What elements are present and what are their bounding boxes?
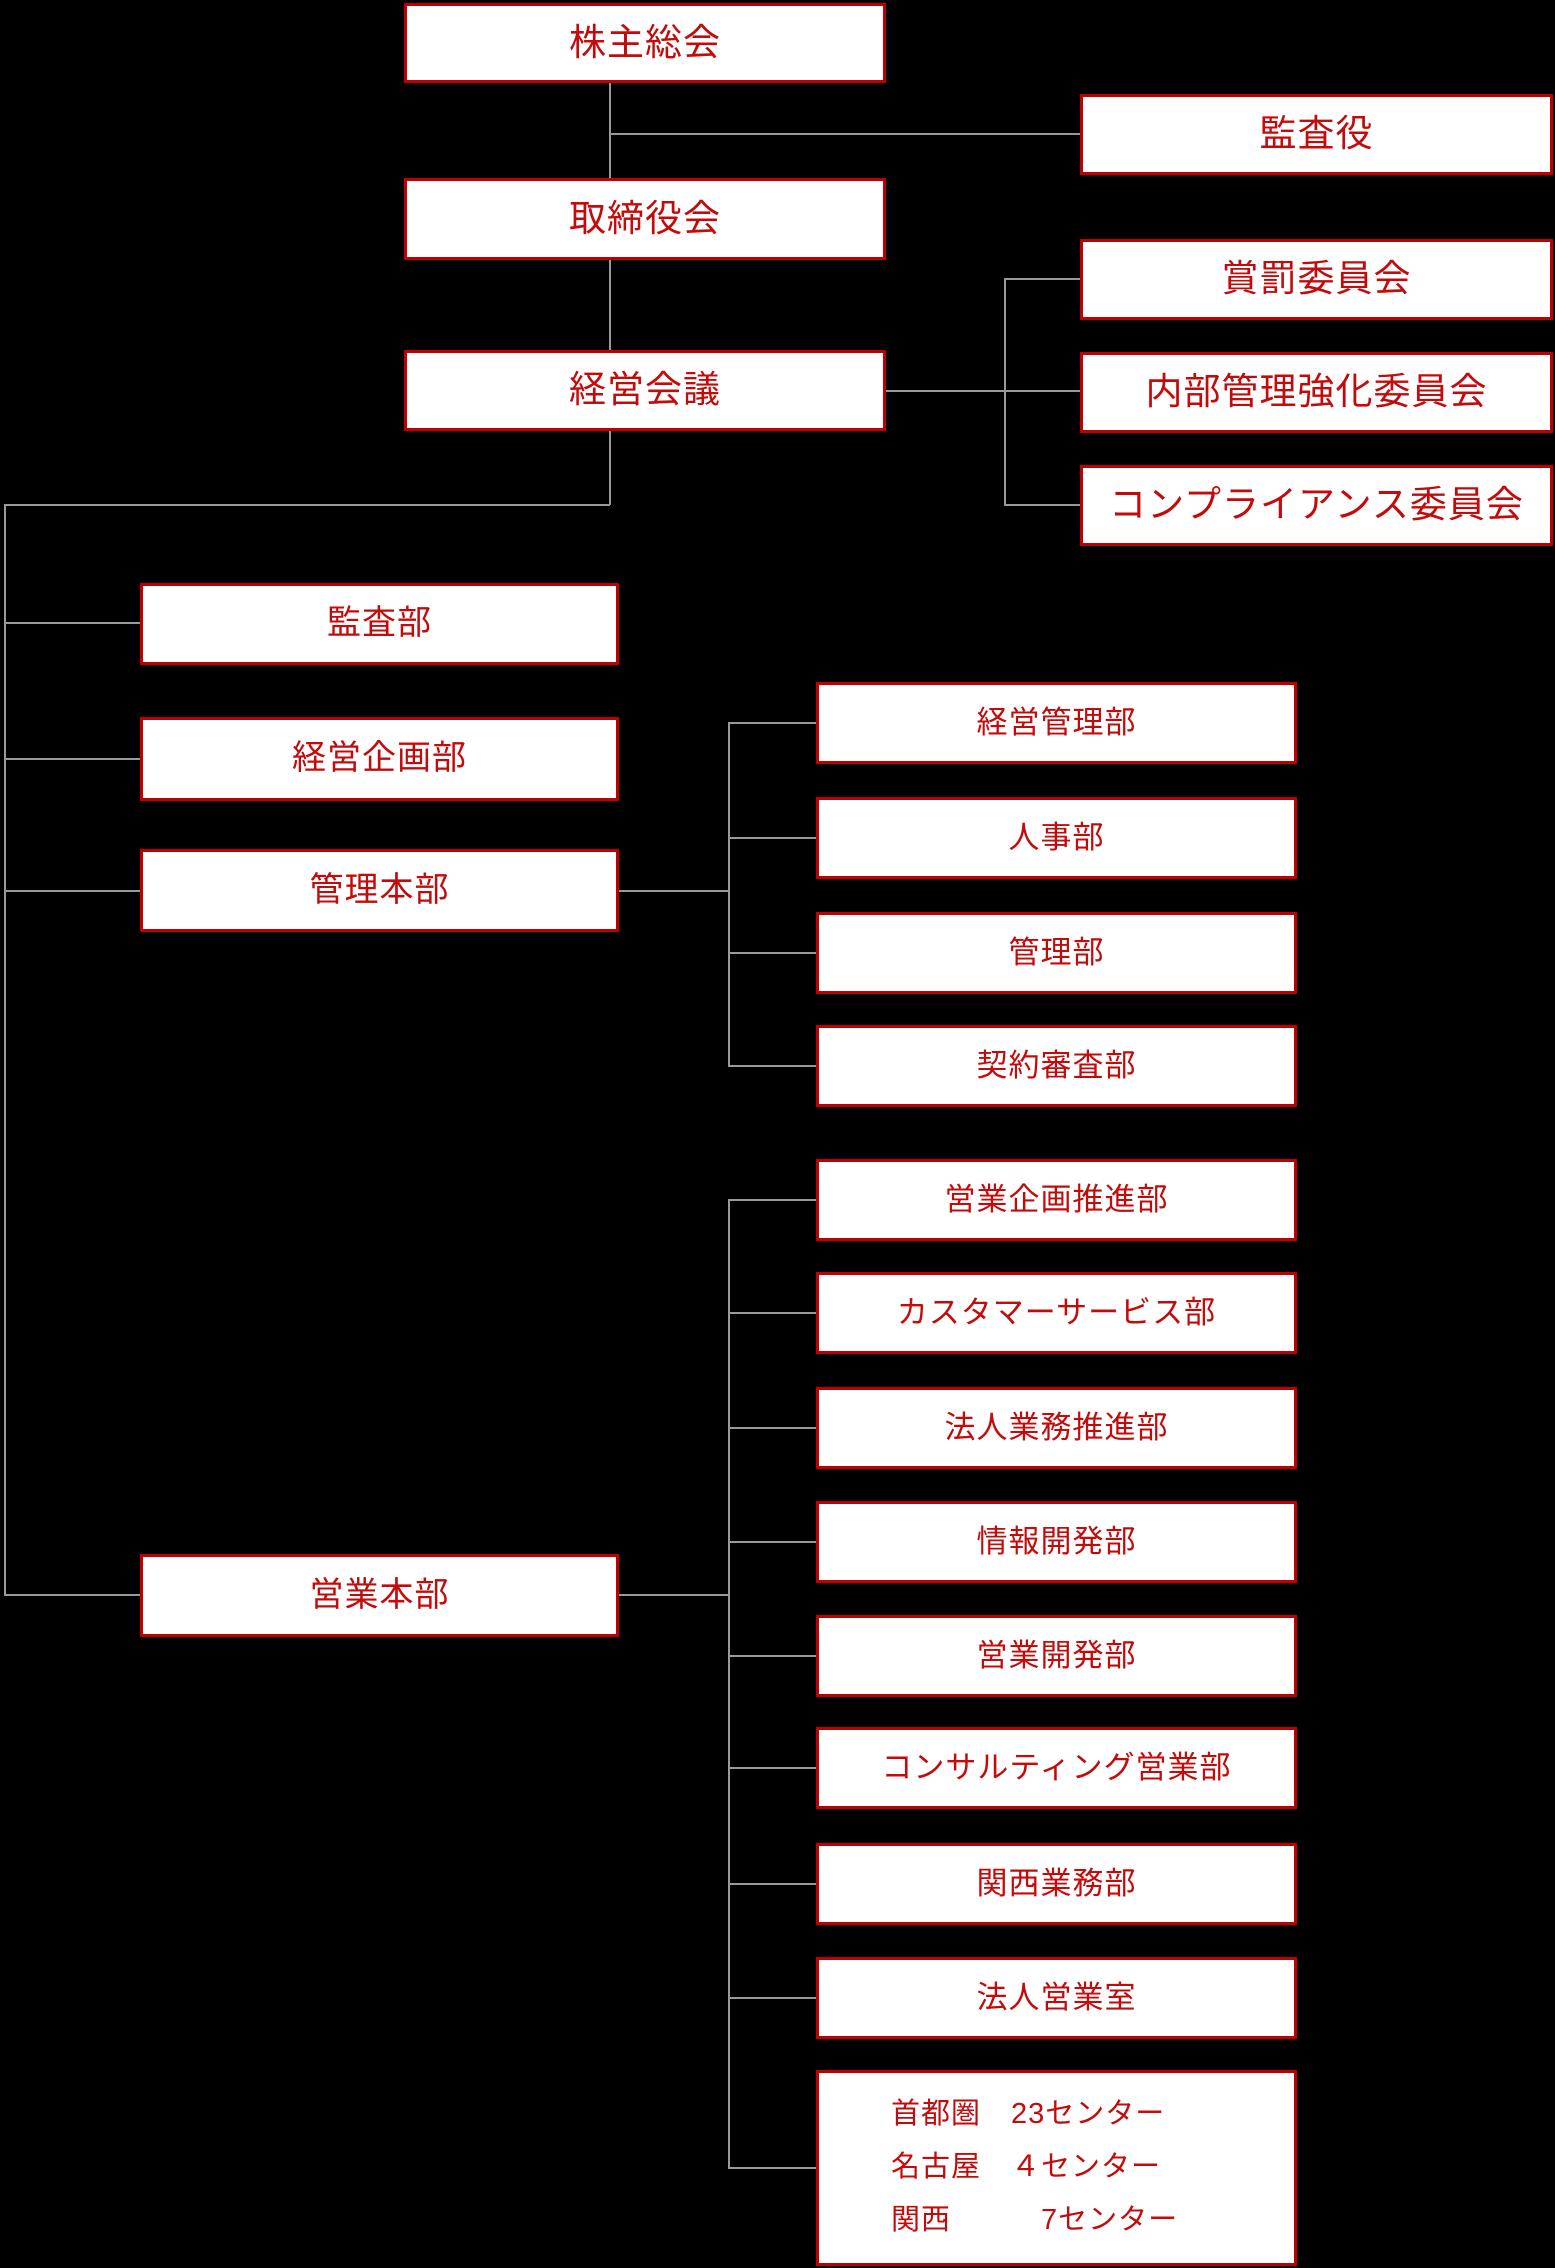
node-audit-dept: 監査部: [140, 583, 619, 665]
node-consulting-sales-dept: コンサルティング営業部: [816, 1727, 1297, 1809]
connector-to-compliance-committee: [1004, 504, 1080, 506]
connector-to-admin-hq: [4, 890, 140, 892]
node-label: 取締役会: [569, 197, 721, 239]
node-management-admin-dept: 経営管理部: [816, 682, 1297, 764]
node-customer-service-dept: カスタマーサービス部: [816, 1272, 1297, 1354]
connector-shareholders-board: [609, 83, 611, 178]
node-kansai-business-dept: 関西業務部: [816, 1843, 1297, 1925]
connector-council-down: [609, 431, 611, 505]
node-label: 営業企画推進部: [944, 1182, 1169, 1218]
connector-to-admin-dept: [728, 952, 816, 954]
node-label: 法人営業室: [976, 1980, 1137, 2016]
node-label: 監査部: [327, 604, 432, 643]
connector-to-rewards-committee: [1004, 278, 1080, 280]
node-label: 営業本部: [309, 1575, 450, 1614]
connector-to-sales-dev: [728, 1655, 816, 1657]
connector-council-committees: [886, 390, 1080, 392]
node-label: 監査役: [1259, 113, 1374, 155]
connector-to-centers: [728, 2167, 816, 2169]
centers-line-kansai: 関西 7センター: [891, 2204, 1179, 2237]
node-label: 契約審査部: [976, 1048, 1137, 1084]
node-label: 営業開発部: [976, 1638, 1137, 1674]
connector-admin-hq-junction: [619, 890, 729, 892]
node-admin-dept: 管理部: [816, 912, 1297, 994]
connector-to-corporate-business: [728, 1427, 816, 1429]
node-label: コンサルティング営業部: [881, 1750, 1232, 1786]
node-corporate-business-promotion-dept: 法人業務推進部: [816, 1387, 1297, 1469]
node-information-development-dept: 情報開発部: [816, 1501, 1297, 1583]
connector-admin-children-spine: [728, 722, 730, 1066]
node-label: コンプライアンス委員会: [1109, 484, 1524, 526]
connector-elbow: [4, 504, 610, 506]
node-board-of-directors: 取締役会: [404, 178, 886, 260]
connector-to-hr: [728, 837, 816, 839]
connector-sales-children-spine: [728, 1199, 730, 2168]
node-contract-review-dept: 契約審査部: [816, 1025, 1297, 1107]
node-sales-headquarters: 営業本部: [140, 1554, 619, 1637]
node-label: 管理本部: [309, 870, 450, 909]
node-label: 関西業務部: [976, 1866, 1137, 1902]
node-label: 株主総会: [569, 21, 721, 63]
connector-to-management-admin: [728, 722, 816, 724]
node-compliance-committee: コンプライアンス委員会: [1080, 465, 1553, 546]
node-label: 経営企画部: [292, 739, 467, 778]
node-corporate-planning-dept: 経営企画部: [140, 717, 619, 801]
connector-left-spine: [4, 504, 6, 1596]
node-label: 情報開発部: [976, 1524, 1137, 1560]
connector-to-info-dev: [728, 1541, 816, 1543]
node-label: 経営会議: [569, 369, 721, 411]
connector-sales-hq-junction: [619, 1594, 729, 1596]
node-shareholders-meeting: 株主総会: [404, 3, 886, 83]
node-sales-development-dept: 営業開発部: [816, 1615, 1297, 1697]
node-centers: 首都圏 23センター 名古屋 ４センター 関西 7センター: [816, 2070, 1297, 2266]
connector-to-sales-hq: [4, 1594, 140, 1596]
connector-board-council: [609, 260, 611, 350]
connector-to-contract-review: [728, 1065, 816, 1067]
node-label: 内部管理強化委員会: [1145, 371, 1488, 413]
connector-to-kansai-business: [728, 1883, 816, 1885]
node-label: 賞罰委員会: [1221, 258, 1412, 300]
node-auditor: 監査役: [1080, 94, 1553, 175]
node-hr-dept: 人事部: [816, 797, 1297, 879]
node-internal-control-committee: 内部管理強化委員会: [1080, 352, 1553, 433]
connector-to-audit-dept: [4, 622, 140, 624]
node-label: 経営管理部: [976, 705, 1137, 741]
connector-to-customer-service: [728, 1312, 816, 1314]
centers-line-shutoken: 首都圏 23センター: [891, 2098, 1166, 2131]
node-label: カスタマーサービス部: [896, 1295, 1217, 1331]
node-management-council: 経営会議: [404, 350, 886, 431]
connector-to-consulting-sales: [728, 1767, 816, 1769]
node-label: 人事部: [1008, 820, 1105, 856]
connector-to-corporate-sales-office: [728, 1997, 816, 1999]
node-admin-headquarters: 管理本部: [140, 849, 619, 932]
node-label: 法人業務推進部: [944, 1410, 1169, 1446]
connector-to-auditor: [609, 133, 1080, 135]
node-label: 管理部: [1008, 935, 1105, 971]
node-sales-planning-promotion-dept: 営業企画推進部: [816, 1159, 1297, 1241]
node-corporate-sales-office: 法人営業室: [816, 1957, 1297, 2039]
centers-line-nagoya: 名古屋 ４センター: [891, 2151, 1162, 2184]
connector-committee-spine: [1004, 278, 1006, 506]
node-rewards-punishments-committee: 賞罰委員会: [1080, 239, 1553, 320]
connector-to-corporate-planning: [4, 758, 140, 760]
connector-to-sales-planning: [728, 1199, 816, 1201]
